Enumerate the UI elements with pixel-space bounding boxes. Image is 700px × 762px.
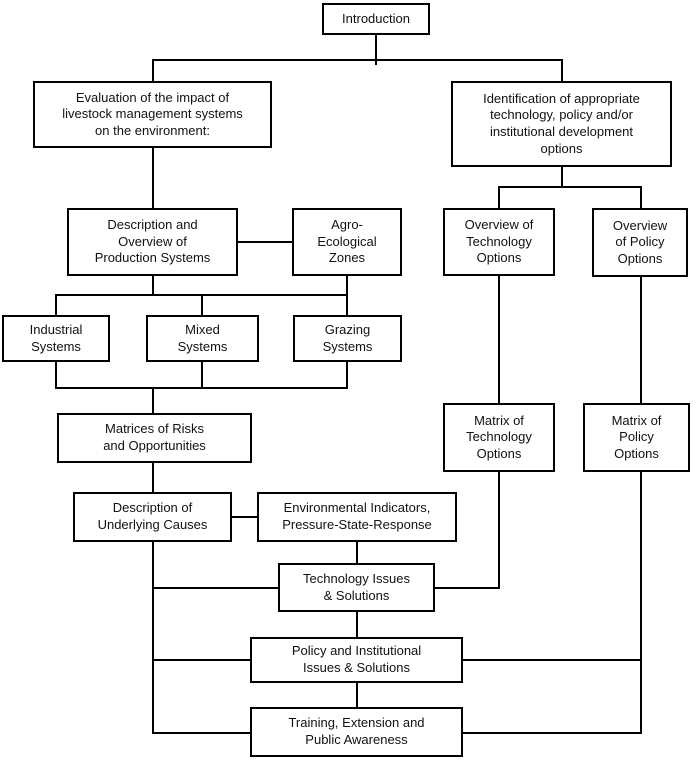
- connector-agro-grazing: [346, 276, 348, 315]
- node-matrix-technology-options: Matrix of Technology Options: [443, 403, 555, 472]
- connector-identification-rail2: [561, 167, 563, 188]
- node-industrial-systems: Industrial Systems: [2, 315, 110, 362]
- connector-left-policyissues: [152, 659, 250, 661]
- node-agro-ecological-zones: Agro- Ecological Zones: [292, 208, 402, 276]
- connector-matrixpolicy-down: [640, 472, 642, 734]
- node-production-systems-overview: Description and Overview of Production S…: [67, 208, 238, 276]
- node-identification-options: Identification of appropriate technology…: [451, 81, 672, 167]
- connector-left-techissues: [152, 587, 278, 589]
- connector-left-training: [152, 732, 250, 734]
- node-overview-technology-options: Overview of Technology Options: [443, 208, 555, 276]
- connector-envindicators-techissues: [356, 542, 358, 563]
- connector-industrial-rail4: [55, 362, 57, 388]
- connector-rail2-overviewpolicy: [640, 186, 642, 208]
- connector-right-policyissues: [463, 659, 642, 661]
- node-grazing-systems: Grazing Systems: [293, 315, 402, 362]
- connector-grazing-rail4: [346, 362, 348, 388]
- node-matrix-policy-options: Matrix of Policy Options: [583, 403, 690, 472]
- connector-rail-identification: [561, 59, 563, 81]
- node-underlying-causes: Description of Underlying Causes: [73, 492, 232, 542]
- connector-introduction-rail: [375, 35, 377, 65]
- connector-overviewpolicy-matrixpolicy: [640, 277, 642, 403]
- connector-evaluation-descoverview: [152, 148, 154, 208]
- connector-overviewtech-matrixtech: [498, 276, 500, 403]
- connector-mixed-rail4: [201, 362, 203, 388]
- node-technology-issues-solutions: Technology Issues & Solutions: [278, 563, 435, 612]
- node-mixed-systems: Mixed Systems: [146, 315, 259, 362]
- node-introduction: Introduction: [322, 3, 430, 35]
- connector-desccauses-down: [152, 542, 154, 734]
- connector-rail3-industrial: [55, 294, 57, 315]
- connector-descoverview-rail3: [152, 276, 154, 296]
- node-matrices-risks-opportunities: Matrices of Risks and Opportunities: [57, 413, 252, 463]
- node-overview-policy-options: Overview of Policy Options: [592, 208, 688, 277]
- connector-right-training: [463, 732, 642, 734]
- connector-matrixtech-techissues: [435, 587, 500, 589]
- connector-rail-evaluation: [152, 59, 154, 81]
- connector-rail4-matrices: [152, 387, 154, 413]
- node-policy-institutional-issues: Policy and Institutional Issues & Soluti…: [250, 637, 463, 683]
- connector-top-rail: [152, 59, 563, 61]
- connector-right-rail: [498, 186, 642, 188]
- connector-descoverview-agro: [238, 241, 292, 243]
- connector-policyissues-training: [356, 683, 358, 707]
- node-environmental-indicators: Environmental Indicators, Pressure-State…: [257, 492, 457, 542]
- connector-matrices-desccauses: [152, 463, 154, 492]
- connector-collector-rail: [55, 387, 348, 389]
- node-evaluation-impact: Evaluation of the impact of livestock ma…: [33, 81, 272, 148]
- connector-techissues-policyissues: [356, 612, 358, 637]
- connector-rail2-overviewtech: [498, 186, 500, 208]
- connector-desccauses-envindicators: [232, 516, 257, 518]
- connector-rail3-mixed: [201, 294, 203, 315]
- node-training-extension-awareness: Training, Extension and Public Awareness: [250, 707, 463, 757]
- connector-matrixtech-down: [498, 472, 500, 589]
